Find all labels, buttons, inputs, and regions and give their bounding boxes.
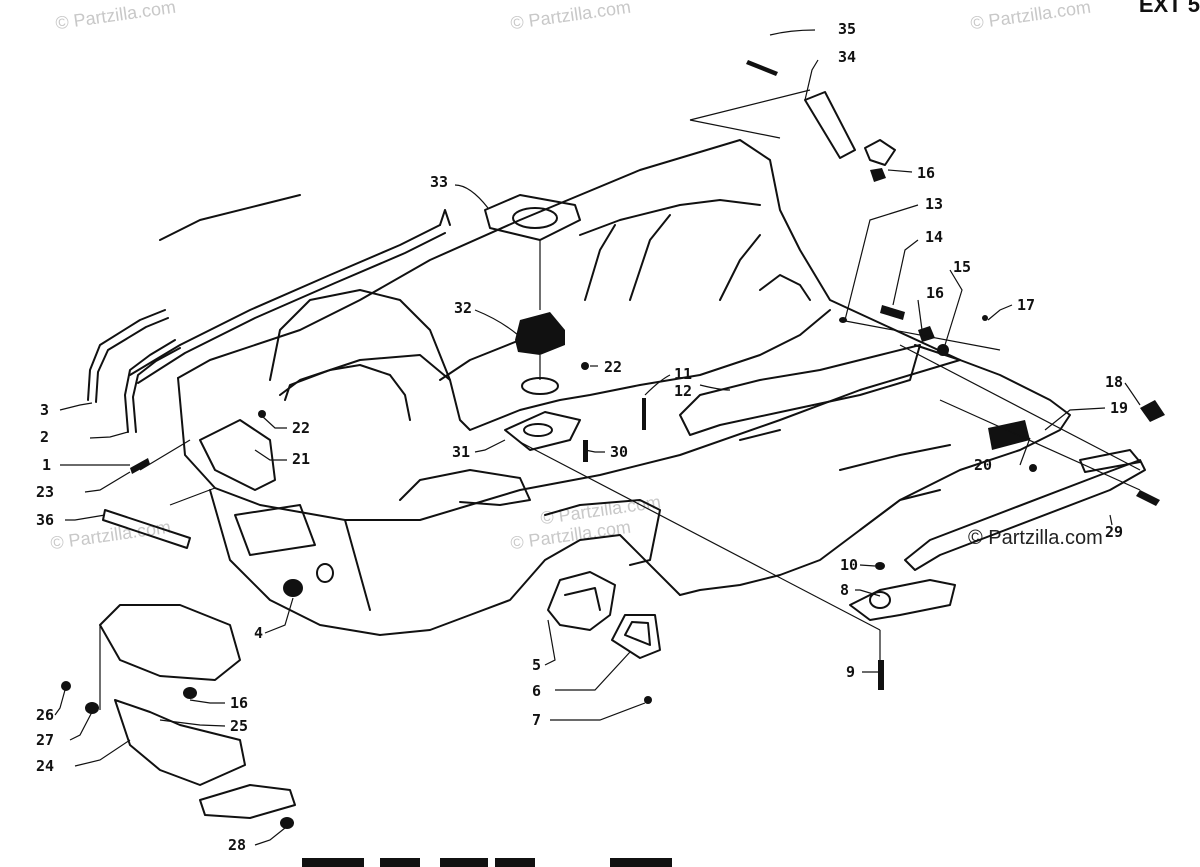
part-label: 32	[454, 299, 472, 317]
part-label: 35	[838, 20, 856, 38]
part-label: 8	[840, 581, 849, 599]
part-label: 16	[230, 694, 248, 712]
grommet-4	[283, 563, 334, 597]
page-code: EXT 5	[1138, 0, 1200, 17]
part-label: 16	[926, 284, 944, 302]
side-rail-left	[129, 209, 451, 384]
watermark-dark: © Partzilla.com	[968, 527, 1103, 549]
part-label: 23	[36, 483, 54, 501]
right-rail-19	[1079, 449, 1141, 473]
part-label: 10	[840, 556, 858, 574]
clip-34	[804, 91, 896, 182]
part-label: 12	[674, 382, 692, 400]
latch-8	[849, 579, 956, 621]
part-label: 26	[36, 706, 54, 724]
part-label: 34	[838, 48, 856, 66]
part-label: 18	[1105, 373, 1123, 391]
cap-33	[484, 194, 581, 241]
part-label: 1	[42, 456, 51, 474]
handle-part-2	[124, 339, 181, 433]
part-label: 16	[917, 164, 935, 182]
part-label: 5	[532, 656, 541, 674]
hood-body	[159, 139, 1071, 636]
part-label: 21	[292, 450, 310, 468]
part-label: 31	[452, 443, 470, 461]
cropped-title	[302, 858, 672, 867]
plate-31	[504, 411, 581, 451]
part-label: 22	[292, 419, 310, 437]
part-label: 27	[36, 731, 54, 749]
part-label: 20	[974, 456, 992, 474]
part-label: 7	[532, 711, 541, 729]
part-label: 19	[1110, 399, 1128, 417]
bottom-strip-29	[904, 459, 1146, 571]
part-label: 24	[36, 757, 54, 775]
headlight-5	[547, 571, 616, 631]
part-label: 22	[604, 358, 622, 376]
part-label: 14	[925, 228, 943, 246]
handle-part-3	[87, 309, 169, 403]
part-label: 30	[610, 443, 628, 461]
part-label: 6	[532, 682, 541, 700]
part-label: 28	[228, 836, 246, 854]
part-label: 36	[36, 511, 54, 529]
part-labels: 35 34 16 33 13 14 15 16 17 32 22 11 12 1…	[36, 20, 1128, 854]
hardware	[130, 60, 1165, 704]
part-label: 17	[1017, 296, 1035, 314]
frame-6	[611, 614, 661, 659]
reference-lines	[99, 89, 1141, 710]
part-label: 25	[230, 717, 248, 735]
part-label: 3	[40, 401, 49, 419]
bracket-24	[61, 604, 296, 829]
part-label: 2	[40, 428, 49, 446]
leader-lines	[54, 29, 1141, 846]
part-label: 29	[1105, 523, 1123, 541]
part-label: 33	[430, 173, 448, 191]
part-label: 4	[254, 624, 263, 642]
grommet-32	[515, 312, 565, 395]
strip-36	[102, 509, 191, 549]
part-label: 11	[674, 365, 692, 383]
part-label: 13	[925, 195, 943, 213]
part-label: 9	[846, 663, 855, 681]
part-label: 15	[953, 258, 971, 276]
